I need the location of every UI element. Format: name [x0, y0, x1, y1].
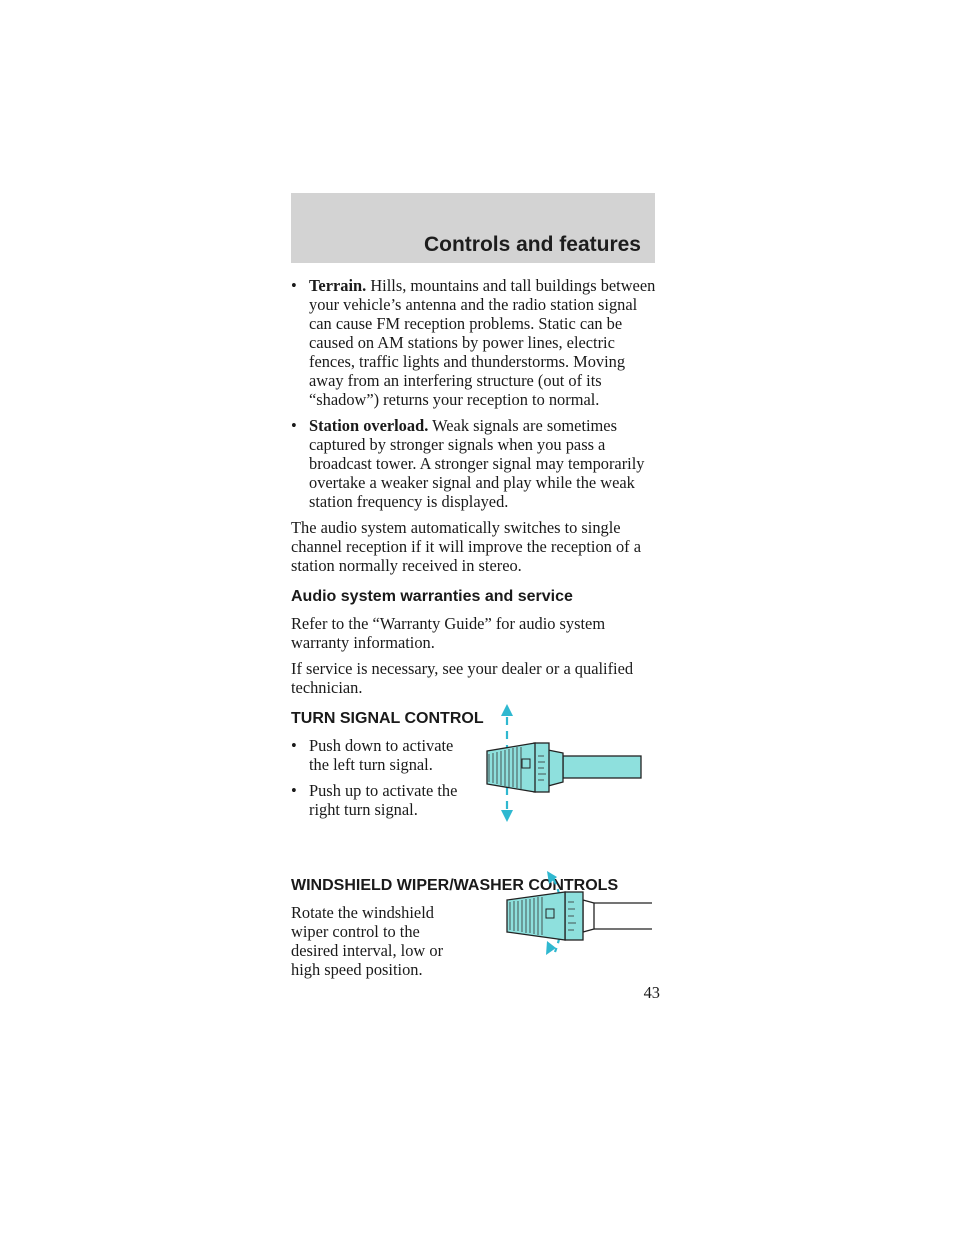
header-band: Controls and features	[291, 193, 655, 263]
knob-ridges	[509, 897, 543, 935]
overload-label: Station overload.	[309, 416, 429, 435]
arrow-down-icon	[501, 810, 513, 822]
terrain-text: Hills, mountains and tall buildings betw…	[309, 276, 656, 409]
bullet-dot: •	[291, 276, 297, 295]
warranty-heading: Audio system warranties and service	[291, 588, 573, 605]
lever-collar	[547, 749, 564, 787]
rotate-down-arrow-icon	[546, 941, 556, 955]
lever-knob	[486, 742, 536, 793]
washer-symbol-icon	[521, 758, 531, 769]
warranty-paragraph: Refer to the “Warranty Guide” for audio …	[291, 614, 606, 652]
service-paragraph: If service is necessary, see your dealer…	[291, 659, 634, 697]
wiper-illustration	[506, 871, 652, 955]
arrow-up-icon	[501, 704, 513, 716]
right-turn-text: Push up to activate the right turn signa…	[309, 781, 458, 819]
turn-signal-illustration	[486, 704, 642, 822]
knob-ridges	[488, 747, 522, 789]
lever-ring	[533, 742, 550, 793]
turn-signal-list: • Push down to activate the left turn si…	[291, 736, 466, 819]
terrain-label: Terrain.	[309, 276, 367, 295]
ring-markings	[538, 755, 546, 781]
turn-signal-heading: TURN SIGNAL CONTROL	[291, 710, 484, 727]
page-content: • Terrain. Hills, mountains and tall bui…	[291, 276, 661, 986]
section-title: Controls and features	[423, 233, 641, 256]
terrain-item: • Terrain. Hills, mountains and tall bui…	[291, 276, 661, 409]
washer-symbol-icon	[545, 908, 555, 919]
wiper-knob	[506, 891, 566, 941]
bullet-dot: •	[291, 736, 297, 755]
overload-item: • Station overload. Weak signals are som…	[291, 416, 661, 511]
ring-markings	[568, 901, 576, 931]
wiper-paragraph: Rotate the windshield wiper control to t…	[291, 903, 444, 979]
stalk-collar	[582, 899, 595, 933]
bullet-dot: •	[291, 781, 297, 800]
bullet-dot: •	[291, 416, 297, 435]
stereo-paragraph: The audio system automatically switches …	[291, 518, 641, 575]
wiper-heading: WINDSHIELD WIPER/WASHER CONTROLS	[291, 877, 619, 894]
rotate-up-arrow-icon	[547, 871, 557, 884]
left-turn-text: Push down to activate the left turn sign…	[309, 736, 454, 774]
page-number: 43	[643, 983, 660, 1002]
lever-stalk	[562, 755, 642, 779]
list-item: • Push down to activate the left turn si…	[291, 736, 466, 774]
list-item: • Push up to activate the right turn sig…	[291, 781, 466, 819]
overload-text: Weak signals are sometimes captured by s…	[309, 416, 645, 511]
